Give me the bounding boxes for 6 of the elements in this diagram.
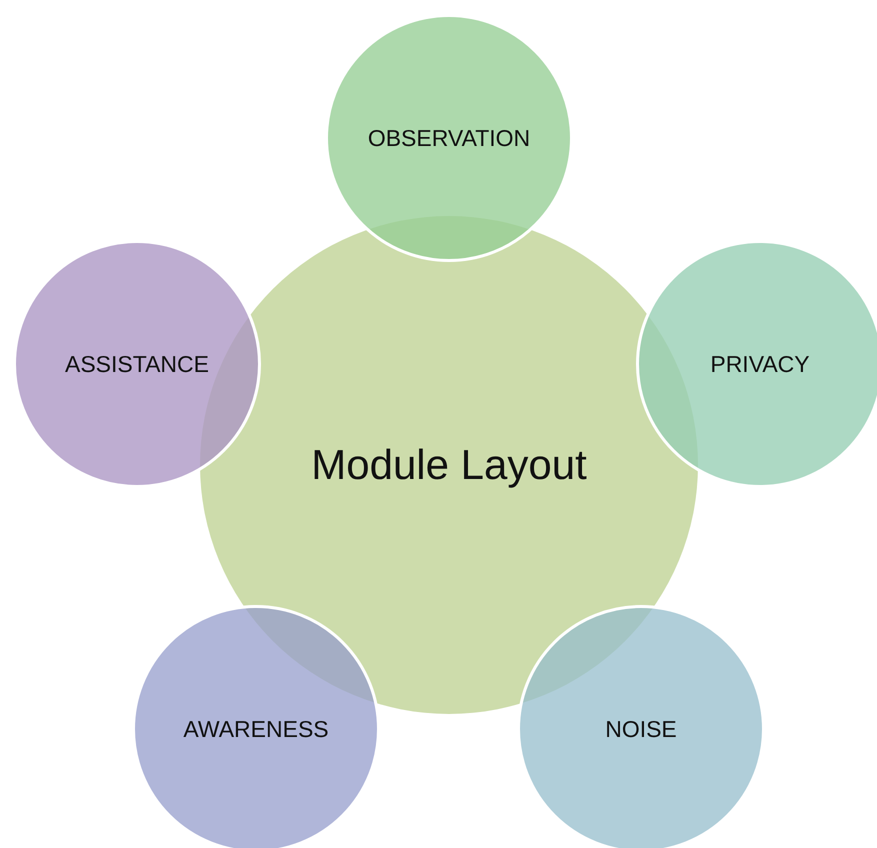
circle-label: OBSERVATION — [368, 124, 530, 152]
circle-label: ASSISTANCE — [65, 350, 209, 378]
circle-label: PRIVACY — [710, 350, 810, 378]
circle-label: AWARENESS — [183, 716, 329, 742]
circle-label: NOISE — [605, 716, 677, 742]
center-title: Module Layout — [311, 441, 587, 489]
